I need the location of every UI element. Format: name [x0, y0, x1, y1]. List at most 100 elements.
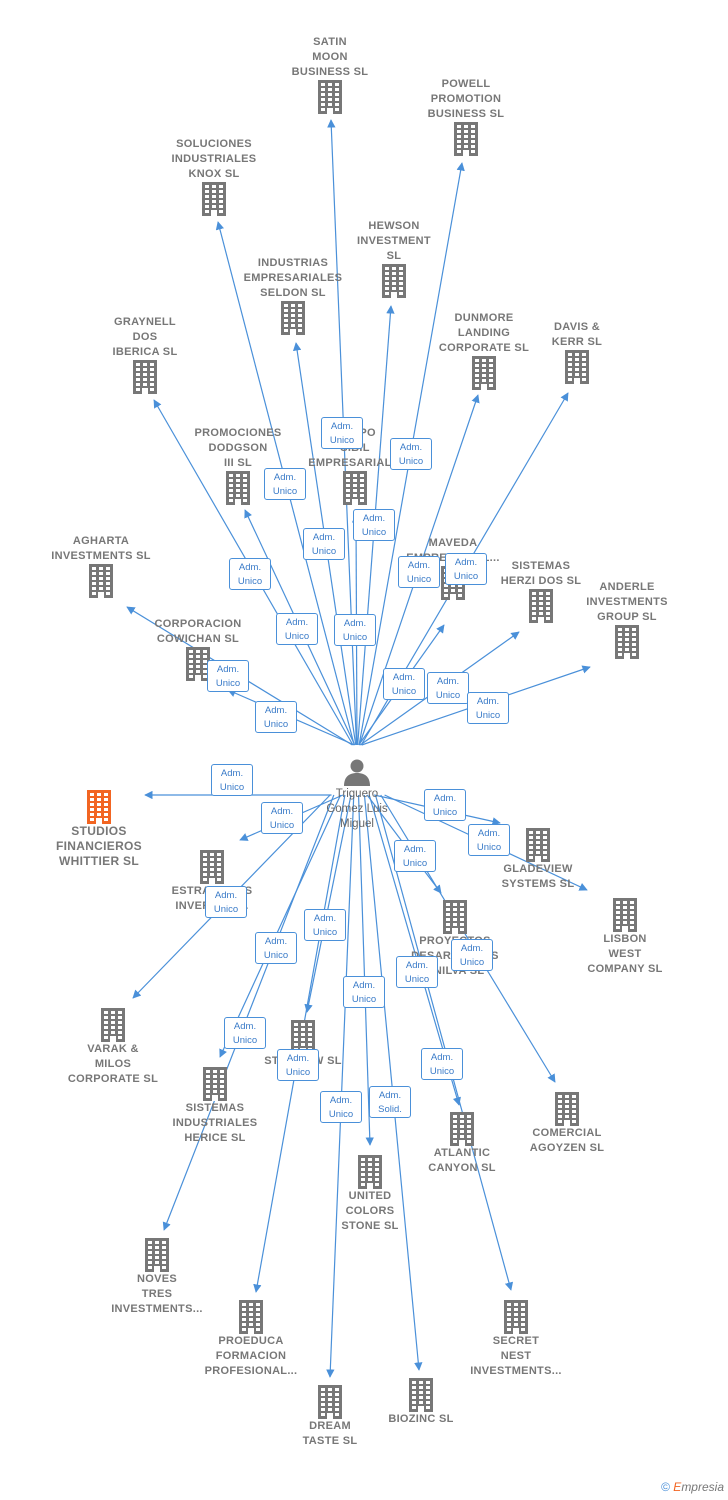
- company-node-secret[interactable]: SECRET NEST INVESTMENTS...: [456, 1300, 576, 1379]
- role-tag-satin[interactable]: Adm. Unico: [321, 417, 363, 449]
- company-name: SOLUCIONES INDUSTRIALES KNOX SL: [171, 138, 257, 180]
- company-name: HEWSON INVESTMENT SL: [357, 220, 431, 262]
- building-icon: [239, 1300, 263, 1334]
- company-node-dunmore[interactable]: DUNMORE LANDING CORPORATE SL: [424, 311, 544, 390]
- role-tag-varak[interactable]: Adm. Unico: [205, 886, 247, 918]
- role-tag-atlantic[interactable]: Adm. Unico: [396, 956, 438, 988]
- role-tag-davis[interactable]: Adm. Unico: [445, 553, 487, 585]
- building-icon: [615, 625, 639, 659]
- company-node-soluciones[interactable]: SOLUCIONES INDUSTRIALES KNOX SL: [154, 137, 274, 216]
- company-name: PROEDUCA FORMACION PROFESIONAL...: [204, 1335, 298, 1377]
- company-node-powell[interactable]: POWELL PROMOTION BUSINESS SL: [406, 77, 526, 156]
- company-node-satin[interactable]: SATIN MOON BUSINESS SL: [270, 35, 390, 114]
- building-icon: [101, 1008, 125, 1042]
- company-name: INDUSTRIAS EMPRESARIALES SELDON SL: [243, 257, 343, 299]
- company-name: GRAYNELL DOS IBERICA SL: [112, 316, 178, 358]
- company-node-hewson[interactable]: HEWSON INVESTMENT SL: [334, 219, 454, 298]
- company-node-graynell[interactable]: GRAYNELL DOS IBERICA SL: [85, 315, 205, 394]
- building-icon: [203, 1067, 227, 1101]
- building-icon: [504, 1300, 528, 1334]
- role-tag-noves[interactable]: Adm. Unico: [277, 1049, 319, 1081]
- company-node-proeduca[interactable]: PROEDUCA FORMACION PROFESIONAL...: [191, 1300, 311, 1379]
- role-tag-gladeview[interactable]: Adm. Unico: [424, 789, 466, 821]
- building-icon: [281, 301, 305, 335]
- company-name: PROMOCIONES DODGSON III SL: [194, 427, 282, 469]
- role-tag-powell[interactable]: Adm. Unico: [390, 438, 432, 470]
- building-icon: [454, 122, 478, 156]
- company-name: GLADEVIEW SYSTEMS SL: [501, 863, 575, 890]
- role-tag-estrategias[interactable]: Adm. Unico: [261, 802, 303, 834]
- company-node-comercial[interactable]: COMERCIAL AGOYZEN SL: [507, 1092, 627, 1156]
- role-tag-biozinc[interactable]: Adm. Solid.: [369, 1086, 411, 1118]
- company-node-noves[interactable]: NOVES TRES INVESTMENTS...: [97, 1238, 217, 1317]
- building-icon: [555, 1092, 579, 1126]
- company-node-anderle[interactable]: ANDERLE INVESTMENTS GROUP SL: [567, 580, 687, 659]
- company-name: COMERCIAL AGOYZEN SL: [529, 1127, 605, 1154]
- building-icon: [202, 182, 226, 216]
- building-icon: [343, 471, 367, 505]
- role-tag-comercial[interactable]: Adm. Unico: [451, 939, 493, 971]
- company-name: DREAM TASTE SL: [302, 1420, 358, 1447]
- building-icon: [443, 900, 467, 934]
- company-node-sistemasherzi[interactable]: SISTEMAS HERZI DOS SL: [481, 559, 601, 623]
- building-icon: [318, 80, 342, 114]
- company-name: SISTEMAS INDUSTRIALES HERICE SL: [172, 1102, 258, 1144]
- copyright-symbol: ©: [661, 1480, 670, 1494]
- role-tag-sistemasherice[interactable]: Adm. Unico: [224, 1017, 266, 1049]
- role-tag-grupo[interactable]: Adm. Unico: [334, 614, 376, 646]
- building-icon: [89, 564, 113, 598]
- role-tag-proeduca[interactable]: Adm. Unico: [304, 909, 346, 941]
- role-tag-promociones[interactable]: Adm. Unico: [276, 613, 318, 645]
- building-icon: [291, 1020, 315, 1054]
- role-tag-agharta[interactable]: Adm. Unico: [207, 660, 249, 692]
- person-node[interactable]: Triguero Gomez Luis Miguel: [297, 757, 417, 832]
- company-node-agharta[interactable]: AGHARTA INVESTMENTS SL: [41, 534, 161, 598]
- company-name: ANDERLE INVESTMENTS GROUP SL: [586, 581, 668, 623]
- edge-sistemasherice: [219, 794, 342, 1058]
- role-tag-corporacion[interactable]: Adm. Unico: [255, 701, 297, 733]
- company-node-united[interactable]: UNITED COLORS STONE SL: [310, 1155, 430, 1234]
- role-tag-industrias[interactable]: Adm. Unico: [303, 528, 345, 560]
- role-tag-dream[interactable]: Adm. Unico: [320, 1091, 362, 1123]
- role-tag-graynell[interactable]: Adm. Unico: [229, 558, 271, 590]
- role-tag-soluciones[interactable]: Adm. Unico: [264, 468, 306, 500]
- company-name: DAVIS & KERR SL: [551, 321, 603, 348]
- role-tag-proyectos[interactable]: Adm. Unico: [394, 840, 436, 872]
- company-name: LISBON WEST COMPANY SL: [587, 933, 663, 975]
- building-icon: [526, 828, 550, 862]
- role-tag-sistemasherzi[interactable]: Adm. Unico: [427, 672, 469, 704]
- company-node-biozinc[interactable]: BIOZINC SL: [361, 1378, 481, 1427]
- role-tag-anderle[interactable]: Adm. Unico: [467, 692, 509, 724]
- company-node-davis[interactable]: DAVIS & KERR SL: [517, 320, 637, 384]
- company-name: UNITED COLORS STONE SL: [341, 1190, 399, 1232]
- role-tag-lisbon[interactable]: Adm. Unico: [468, 824, 510, 856]
- company-node-varak[interactable]: VARAK & MILOS CORPORATE SL: [53, 1008, 173, 1087]
- role-tag-studios[interactable]: Adm. Unico: [211, 764, 253, 796]
- edge-dream: [326, 794, 355, 1378]
- building-icon: [382, 264, 406, 298]
- company-node-sistemasherice[interactable]: SISTEMAS INDUSTRIALES HERICE SL: [155, 1067, 275, 1146]
- company-node-dream[interactable]: DREAM TASTE SL: [270, 1385, 390, 1449]
- company-node-studios[interactable]: STUDIOS FINANCIEROS WHITTIER SL: [39, 790, 159, 869]
- role-tag-starview[interactable]: Adm. Unico: [255, 932, 297, 964]
- company-node-atlantic[interactable]: ATLANTIC CANYON SL: [402, 1112, 522, 1176]
- company-node-promociones[interactable]: PROMOCIONES DODGSON III SL: [178, 426, 298, 505]
- company-node-gladeview[interactable]: GLADEVIEW SYSTEMS SL: [478, 828, 598, 892]
- person-name: Triguero Gomez Luis Miguel: [326, 788, 388, 830]
- company-node-lisbon[interactable]: LISBON WEST COMPANY SL: [565, 898, 685, 977]
- building-icon: [186, 647, 210, 681]
- company-name: AGHARTA INVESTMENTS SL: [51, 535, 151, 562]
- building-icon: [145, 1238, 169, 1272]
- building-icon: [613, 898, 637, 932]
- building-icon: [318, 1385, 342, 1419]
- company-node-corporacion[interactable]: CORPORACION COWICHAN SL: [138, 617, 258, 681]
- company-name: BIOZINC SL: [388, 1413, 454, 1425]
- role-tag-united[interactable]: Adm. Unico: [343, 976, 385, 1008]
- role-tag-dunmore[interactable]: Adm. Unico: [398, 556, 440, 588]
- role-tag-secret[interactable]: Adm. Unico: [421, 1048, 463, 1080]
- company-name: ATLANTIC CANYON SL: [428, 1147, 496, 1174]
- company-name: SATIN MOON BUSINESS SL: [291, 36, 369, 78]
- role-tag-hewson[interactable]: Adm. Unico: [353, 509, 395, 541]
- role-tag-maveda[interactable]: Adm. Unico: [383, 668, 425, 700]
- company-node-industrias[interactable]: INDUSTRIAS EMPRESARIALES SELDON SL: [233, 256, 353, 335]
